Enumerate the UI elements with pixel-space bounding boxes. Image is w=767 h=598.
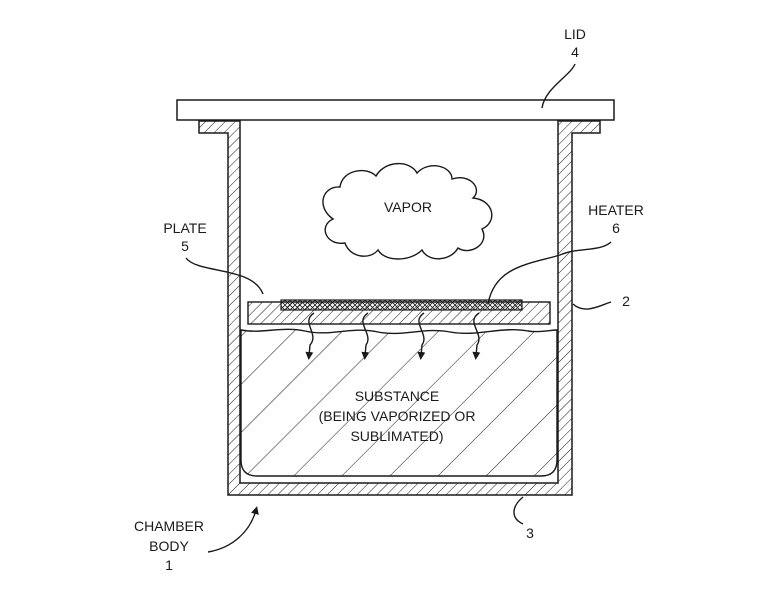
substance-label-line2: (BEING VAPORIZED OR <box>319 408 476 424</box>
substance-label-line1: SUBSTANCE <box>355 388 440 404</box>
leader-plate <box>185 257 264 295</box>
substance-label-line3: SUBLIMATED) <box>350 428 443 444</box>
substance-body <box>240 328 558 477</box>
heater-number: 6 <box>612 220 620 236</box>
chamber-body-arrow <box>207 506 259 553</box>
vapor-label: VAPOR <box>384 199 432 215</box>
heat-arrows <box>305 312 481 360</box>
heater-label: HEATER <box>588 202 644 218</box>
lid-label: LID <box>564 26 586 42</box>
leader-wall <box>572 301 612 310</box>
wall-reference: 2 <box>622 293 630 309</box>
vapor-cloud <box>322 162 493 260</box>
plate-label: PLATE <box>163 220 206 236</box>
chamber-body-label-line1: CHAMBER <box>134 518 204 534</box>
bottom-reference: 3 <box>526 525 534 541</box>
chamber-wall <box>198 120 601 496</box>
chamber-body-label-line2: BODY <box>149 538 189 554</box>
heater <box>280 299 523 311</box>
leader-bottom <box>513 496 524 525</box>
lid <box>176 99 615 121</box>
leader-lid <box>541 63 576 109</box>
chamber-body-number: 1 <box>165 557 173 573</box>
plate-number: 5 <box>181 238 189 254</box>
lid-number: 4 <box>571 44 579 60</box>
leader-heater <box>487 241 612 305</box>
